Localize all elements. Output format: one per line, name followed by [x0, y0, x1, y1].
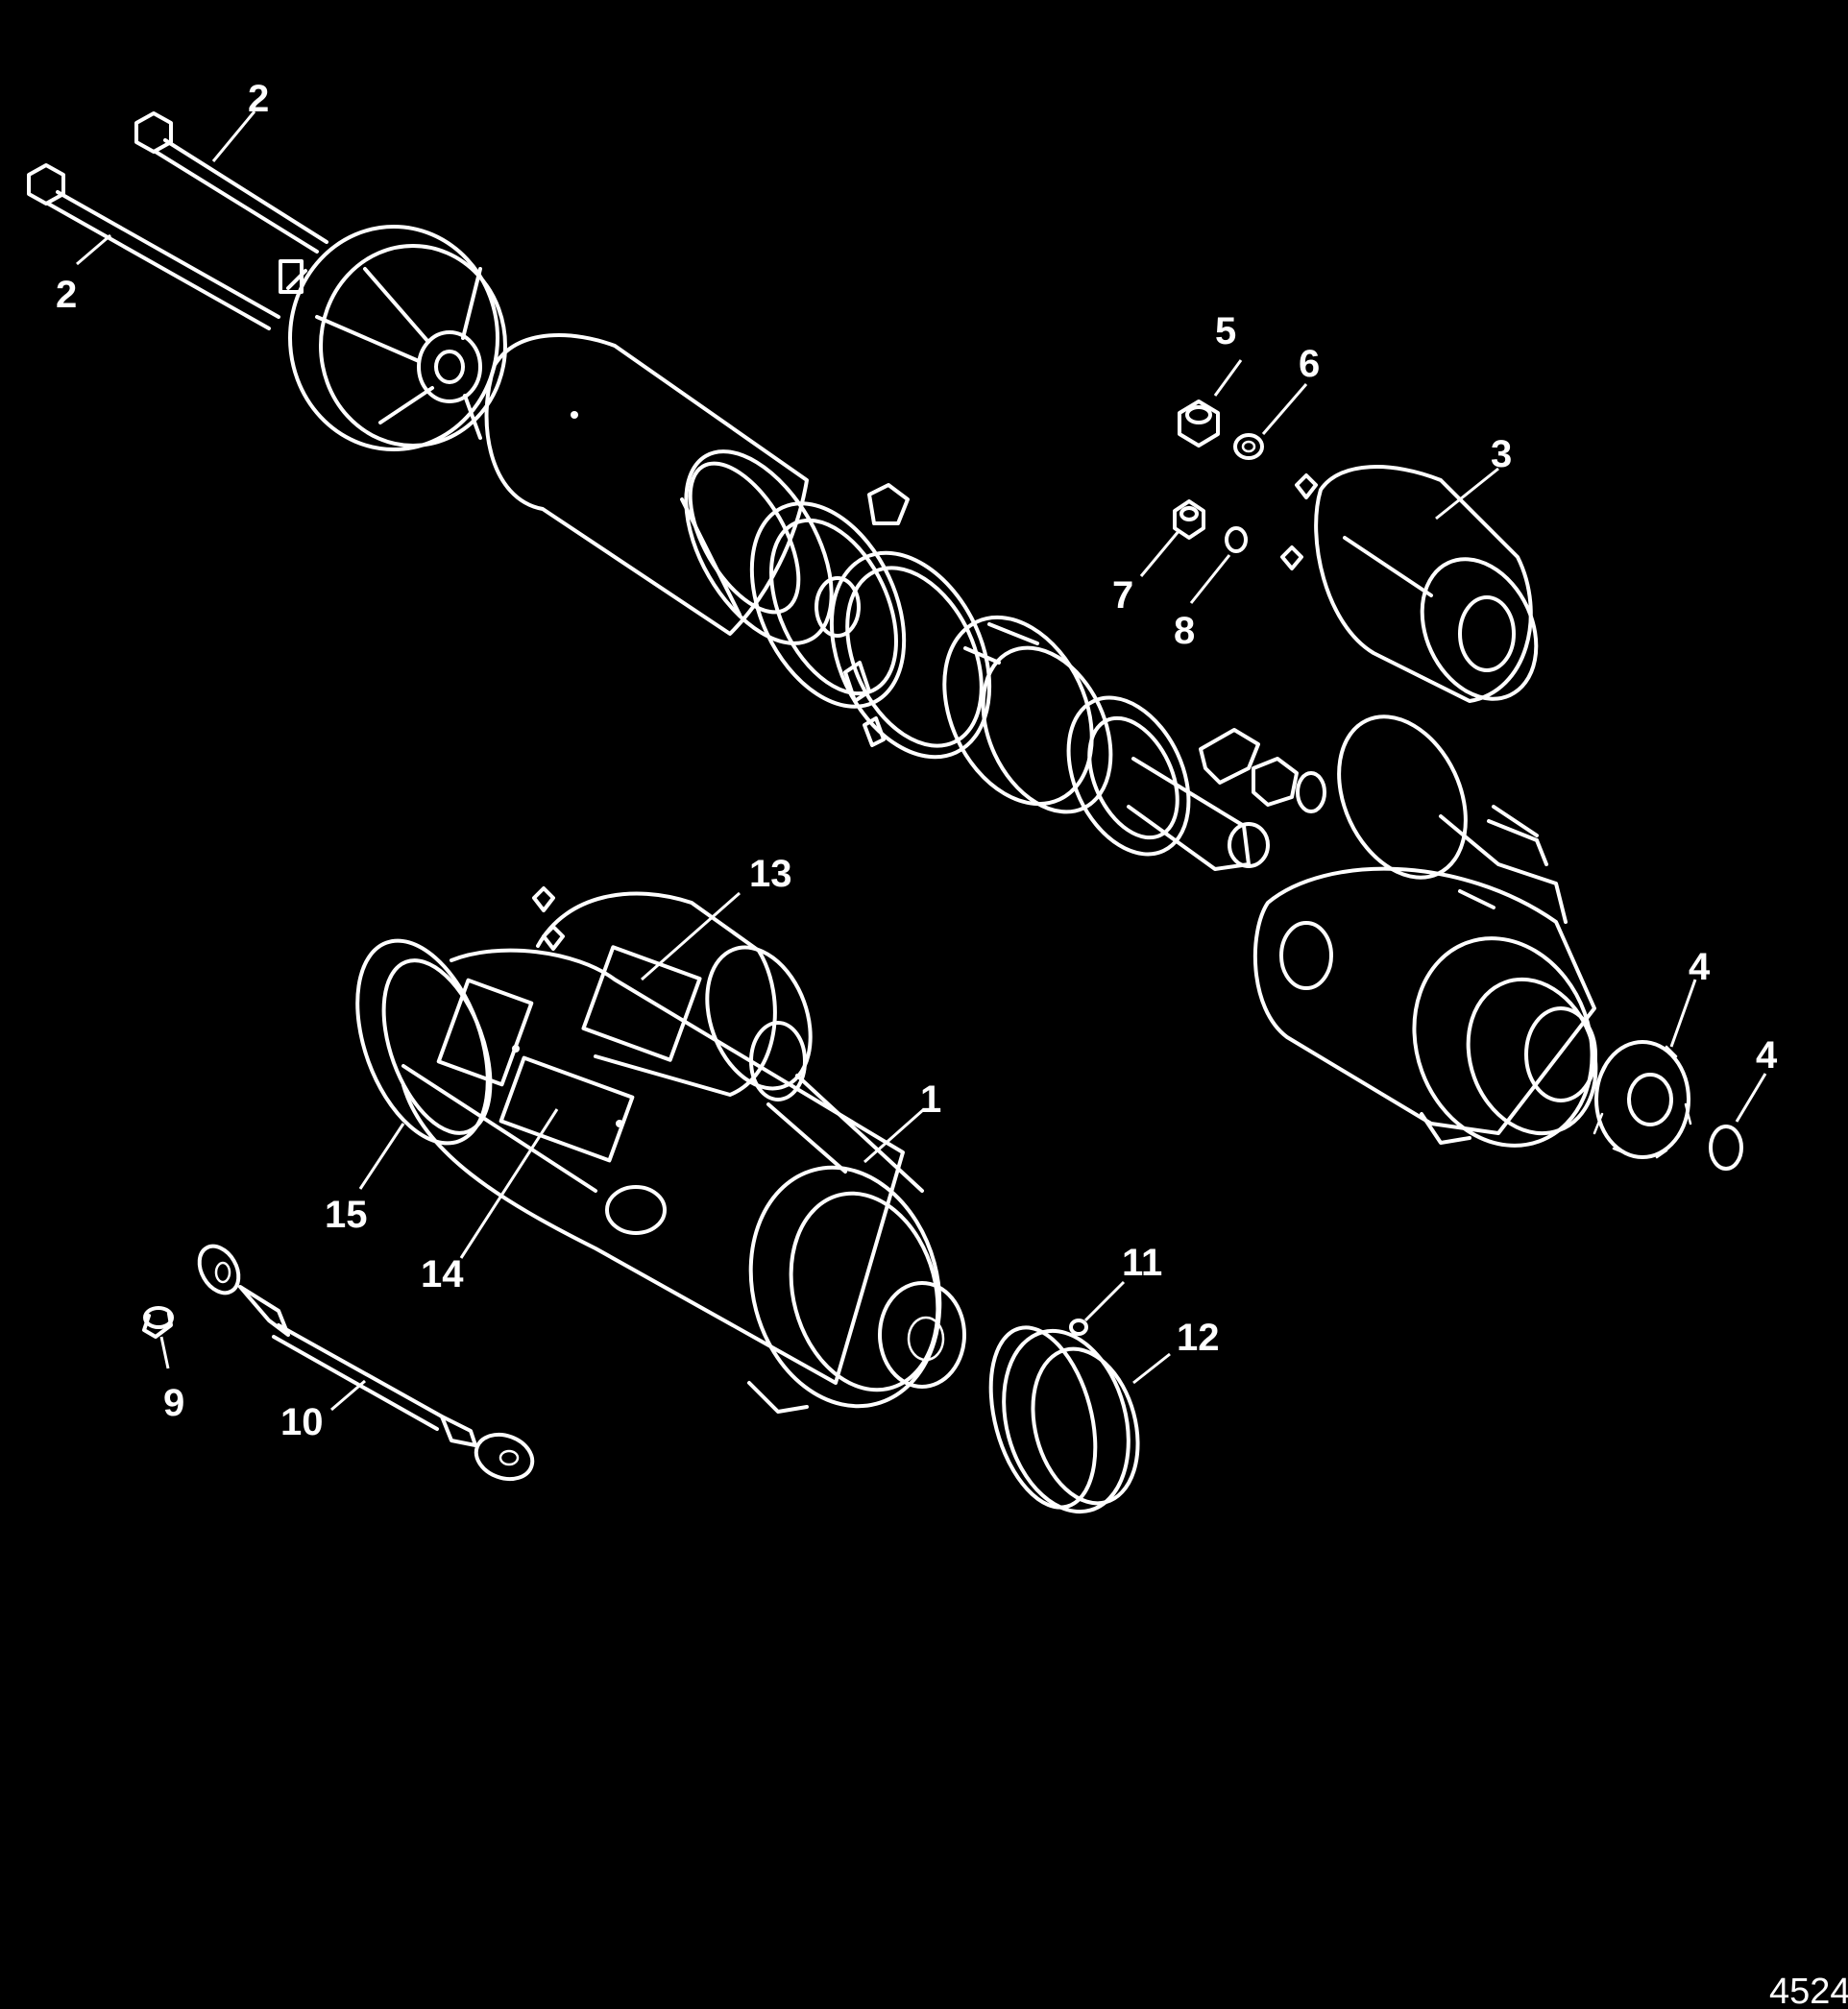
- callout-1: 1: [920, 1078, 941, 1121]
- callout-13: 13: [749, 853, 792, 895]
- small-plug: [1069, 1319, 1088, 1336]
- callout-6: 6: [1299, 343, 1320, 385]
- callout-2-upper: 2: [248, 78, 269, 120]
- solenoid-separate: [1280, 465, 1539, 703]
- shift-lever-parts: [1199, 728, 1326, 813]
- callout-3: 3: [1491, 433, 1512, 475]
- gasket-plate: [749, 483, 910, 709]
- commutator-end-frame: [279, 225, 507, 451]
- drive-shield: [988, 1325, 1140, 1514]
- ground-cable: [197, 1244, 535, 1482]
- field-frame-housing: [484, 333, 834, 645]
- retaining-ring: [1709, 1125, 1743, 1171]
- callout-14: 14: [421, 1253, 464, 1295]
- terminal-washer-large: [1233, 433, 1264, 460]
- callout-2-lower: 2: [56, 274, 77, 316]
- callout-4-ring: 4: [1756, 1034, 1778, 1077]
- pinion-gear: [1593, 1040, 1692, 1159]
- callout-labels: 1 2 2 3 4 4 5 6 7 8 9 10 11 12 13 14 15: [56, 78, 1778, 1443]
- ground-screw: [142, 1306, 174, 1339]
- leader-lines: [76, 110, 1767, 1412]
- starter-motor-assembly: [355, 886, 966, 1414]
- callout-12: 12: [1177, 1317, 1220, 1359]
- through-bolt-lower: [27, 163, 280, 330]
- callout-7: 7: [1112, 574, 1133, 617]
- armature: [942, 615, 1270, 871]
- brush-ring: [829, 550, 992, 760]
- mounting-bolts: [1458, 805, 1539, 909]
- callout-8: 8: [1174, 610, 1195, 652]
- callout-4-gear: 4: [1689, 946, 1711, 988]
- through-bolt-upper: [134, 111, 328, 254]
- callout-15: 15: [325, 1194, 368, 1236]
- drive-end-housing: [1252, 714, 1598, 1148]
- callout-10: 10: [280, 1401, 324, 1443]
- terminal-washer-small: [1225, 526, 1248, 553]
- callout-11: 11: [1122, 1242, 1162, 1284]
- terminal-nut-small: [1173, 499, 1205, 540]
- terminal-nut-large: [1178, 399, 1220, 448]
- callout-9: 9: [163, 1382, 184, 1424]
- figure-number: 4524: [1769, 1972, 1848, 2009]
- callout-5: 5: [1215, 310, 1236, 352]
